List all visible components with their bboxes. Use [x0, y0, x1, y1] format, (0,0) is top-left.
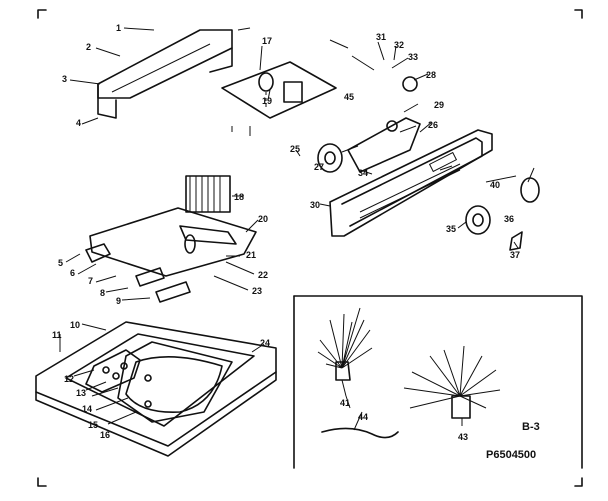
callout-labels: 1 2 3 4 5 6 7 8 9 10 11 12 13 14 15 16 1… — [52, 23, 520, 442]
callout-2: 2 — [86, 42, 91, 52]
callout-22: 22 — [258, 270, 268, 280]
callout-33: 33 — [408, 52, 418, 62]
timer-knob — [317, 143, 359, 173]
callout-8: 8 — [100, 288, 105, 298]
callout-19: 19 — [262, 96, 272, 106]
selector-knob — [465, 175, 540, 251]
page-reference: B-3 — [522, 421, 540, 433]
callout-11: 11 — [52, 330, 62, 340]
callout-16: 16 — [100, 430, 110, 440]
wire-clips — [85, 243, 191, 303]
switch-bracket — [221, 61, 337, 119]
callout-35: 35 — [446, 224, 456, 234]
callout-6: 6 — [70, 268, 75, 278]
callout-25: 25 — [290, 144, 300, 154]
callout-21: 21 — [246, 250, 256, 260]
callout-31: 31 — [376, 32, 386, 42]
callout-24: 24 — [260, 338, 270, 348]
backguard-bracket — [97, 29, 233, 119]
console-panel — [329, 129, 493, 237]
lid-switch — [185, 175, 231, 213]
callout-13: 13 — [76, 388, 86, 398]
wire-harness-43 — [403, 345, 501, 419]
callout-45: 45 — [344, 92, 354, 102]
callout-27: 27 — [314, 162, 324, 172]
callout-40: 40 — [490, 180, 500, 190]
callout-29: 29 — [434, 100, 444, 110]
callout-5: 5 — [58, 258, 63, 268]
callout-3: 3 — [62, 74, 67, 84]
callout-34: 34 — [358, 168, 368, 178]
callout-30: 30 — [310, 200, 320, 210]
callout-28: 28 — [426, 70, 436, 80]
callout-23: 23 — [252, 286, 262, 296]
harness-panel — [293, 295, 583, 469]
callout-41: 41 — [340, 398, 350, 408]
callout-1: 1 — [116, 23, 121, 33]
callout-43: 43 — [458, 432, 468, 442]
leader-lines — [59, 27, 535, 431]
callout-14: 14 — [82, 404, 92, 414]
callout-17: 17 — [262, 36, 272, 46]
callout-15: 15 — [88, 420, 98, 430]
lid-hinge — [85, 349, 152, 408]
callout-12: 12 — [64, 374, 74, 384]
timer-plate — [347, 76, 421, 173]
callout-4: 4 — [76, 118, 81, 128]
top-shield — [89, 207, 257, 277]
callout-44: 44 — [358, 412, 368, 422]
part-number: P6504500 — [486, 449, 536, 461]
callout-9: 9 — [116, 296, 121, 306]
callout-36: 36 — [504, 214, 514, 224]
callout-18: 18 — [234, 192, 244, 202]
wire-harness-41 — [317, 307, 373, 397]
callout-20: 20 — [258, 214, 268, 224]
callout-7: 7 — [88, 276, 93, 286]
callout-37: 37 — [510, 250, 520, 260]
jumper-wire-44 — [321, 427, 399, 439]
washer-top — [35, 321, 277, 457]
frame-corners — [37, 9, 583, 487]
callout-32: 32 — [394, 40, 404, 50]
callout-26: 26 — [428, 120, 438, 130]
callout-10: 10 — [70, 320, 80, 330]
